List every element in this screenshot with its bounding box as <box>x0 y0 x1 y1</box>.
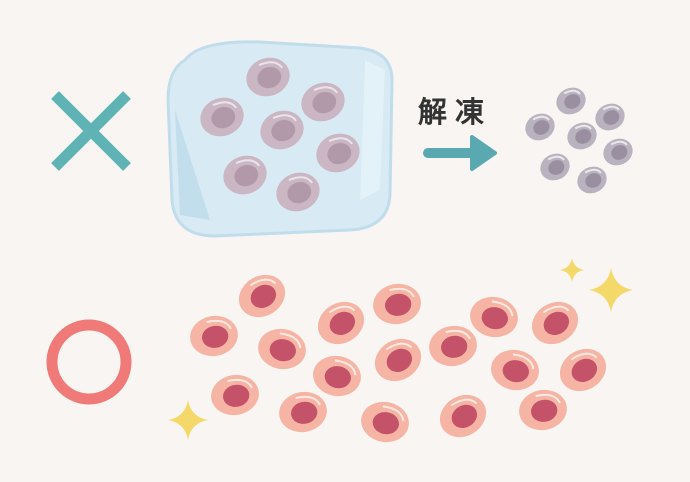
healthy-cell <box>317 301 365 345</box>
frozen-cell <box>200 97 244 137</box>
healthy-cell <box>238 274 286 318</box>
dead-cell <box>595 103 625 131</box>
frozen-cells <box>200 57 360 212</box>
thawed-dead-cells <box>525 87 633 194</box>
thaw-label: 解凍 <box>418 95 492 129</box>
healthy-cell <box>279 391 327 433</box>
sparkle-icons <box>168 258 633 440</box>
frozen-cell <box>316 133 360 173</box>
frozen-cell <box>223 155 267 195</box>
healthy-cell <box>470 296 518 338</box>
healthy-cells <box>190 274 607 443</box>
healthy-cell <box>429 325 477 367</box>
cross-mark-icon <box>51 91 131 171</box>
healthy-cell <box>258 328 306 370</box>
frozen-cell <box>260 110 304 150</box>
dead-cell <box>603 138 633 166</box>
healthy-cell <box>519 389 567 431</box>
dead-cell <box>567 122 597 150</box>
healthy-cell <box>211 374 259 416</box>
frozen-cell <box>276 172 320 212</box>
dead-cell <box>540 153 570 181</box>
healthy-cell <box>439 394 487 438</box>
dead-cell <box>577 166 607 194</box>
sparkle-icon <box>560 258 584 282</box>
dead-cell <box>525 113 555 141</box>
sparkle-icon <box>168 400 208 440</box>
sparkle-icon <box>589 268 633 312</box>
arrow-right-icon <box>423 135 497 171</box>
healthy-cell <box>491 349 539 391</box>
healthy-cell <box>374 338 422 382</box>
healthy-cell <box>190 315 238 357</box>
circle-mark-icon <box>46 319 132 405</box>
healthy-cell <box>531 301 579 345</box>
dead-cell <box>556 87 586 115</box>
healthy-cell <box>361 401 409 443</box>
frozen-cell <box>301 82 345 122</box>
healthy-cell <box>559 348 607 392</box>
frozen-cell <box>246 57 290 97</box>
healthy-cell <box>373 283 421 325</box>
healthy-cell <box>313 355 361 397</box>
